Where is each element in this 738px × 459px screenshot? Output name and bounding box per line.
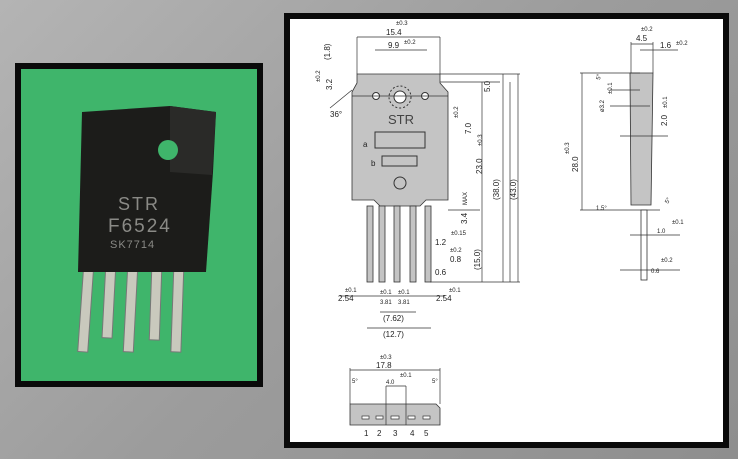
label-a: a bbox=[363, 140, 368, 149]
dim-tol: ±0.3 bbox=[478, 134, 484, 146]
pin-number: 2 bbox=[377, 429, 382, 438]
dim-tol: ±0.1 bbox=[380, 290, 392, 296]
dim-tol: ±0.2 bbox=[404, 40, 416, 46]
label-b: b bbox=[371, 159, 376, 168]
dim-chamfer-angle: 36° bbox=[330, 110, 342, 119]
dim-inner: 4.0 bbox=[386, 380, 395, 386]
component-photo: STR F6524 SK7714 bbox=[15, 63, 263, 387]
marking-line3: SK7714 bbox=[110, 239, 155, 251]
dim-tol: ±0.1 bbox=[608, 82, 614, 94]
dim-38: (38.0) bbox=[492, 179, 501, 200]
leads bbox=[366, 205, 432, 283]
dim-tol: ±0.3 bbox=[565, 142, 571, 154]
dim-width: 17.8 bbox=[376, 361, 392, 370]
dim-hole-dia: ø3.2 bbox=[600, 99, 606, 112]
dim-angle-lead: 5° bbox=[665, 197, 673, 205]
dim-hole-pos: 2.0 bbox=[660, 114, 669, 126]
dim-tol: ±0.2 bbox=[661, 258, 673, 264]
dim-span-127: (12.7) bbox=[383, 330, 404, 339]
dim-tol: ±0.1 bbox=[398, 290, 410, 296]
dim-43: (43.0) bbox=[509, 179, 518, 200]
dim-angle-bottom: 1.5° bbox=[596, 206, 607, 212]
dim-tab-height: 3.2 bbox=[325, 78, 334, 90]
bottom-view: ±0.3 17.8 4.0 ±0.1 5° 5° 1 2 3 4 5 bbox=[349, 355, 441, 438]
dim-top: 5.0 bbox=[483, 80, 492, 92]
dim-lead-stand: 3.4 bbox=[460, 212, 469, 224]
dim-pitch-left: 2.54 bbox=[338, 294, 354, 303]
dim-span-762: (7.62) bbox=[383, 314, 404, 323]
dim-pitch-mid2: 3.81 bbox=[398, 300, 410, 306]
dim-lead-thick: 0.8 bbox=[450, 255, 462, 264]
dim-lead-width: 1.2 bbox=[435, 238, 447, 247]
dim-pitch-right: 2.54 bbox=[436, 294, 452, 303]
dim-tol: ±0.15 bbox=[451, 231, 467, 237]
dim-tol: ±0.2 bbox=[641, 27, 653, 33]
dim-tol: ±0.1 bbox=[672, 220, 684, 226]
pin-number: 1 bbox=[364, 429, 369, 438]
dim-tol: MAX bbox=[463, 192, 469, 205]
dim-tab-top: (1.8) bbox=[323, 43, 332, 60]
dim-tol: ±0.2 bbox=[316, 70, 322, 82]
dim-pitch-mid1: 3.81 bbox=[380, 300, 392, 306]
dim-body-height: 23.0 bbox=[475, 158, 484, 174]
dim-lead-tip: 0.6 bbox=[435, 268, 447, 277]
pin-number: 4 bbox=[410, 429, 415, 438]
front-view: STR a b ±0 bbox=[316, 21, 520, 339]
dim-angle-right: 5° bbox=[432, 379, 438, 385]
dim-height: 28.0 bbox=[571, 156, 580, 172]
datasheet-drawing: STR a b ±0 bbox=[284, 13, 729, 448]
dim-tol: ±0.3 bbox=[396, 21, 408, 27]
dim-angle-top: 5° bbox=[596, 73, 603, 80]
dim-tol: ±0.2 bbox=[450, 248, 462, 254]
dim-thickness: 4.5 bbox=[636, 34, 648, 43]
dim-tol: ±0.1 bbox=[663, 96, 669, 108]
dim-tol: ±0.2 bbox=[454, 106, 460, 118]
dim-tol: ±0.1 bbox=[400, 373, 412, 379]
dim-hole-offset: 7.0 bbox=[464, 122, 473, 134]
dim-tab-thick: 1.6 bbox=[660, 41, 672, 50]
dim-angle-left: 5° bbox=[352, 379, 358, 385]
pin-number: 3 bbox=[393, 429, 398, 438]
mounting-hole bbox=[158, 140, 178, 160]
dim-15: (15.0) bbox=[473, 249, 482, 270]
dim-tol: ±0.1 bbox=[345, 288, 357, 294]
dim-lead-thick: 0.6 bbox=[651, 269, 660, 275]
marking-line2: F6524 bbox=[108, 216, 172, 237]
dim-width-total: 15.4 bbox=[386, 28, 402, 37]
body-marking: STR bbox=[388, 112, 414, 127]
side-view: 4.5 ±0.2 1.6 ±0.2 ø3.2 ±0.1 5° 2.0 ±0.1 … bbox=[565, 27, 688, 281]
pin-number: 5 bbox=[424, 429, 429, 438]
dim-tab-width: 9.9 bbox=[388, 41, 400, 50]
dim-lead: 1.0 bbox=[657, 229, 666, 235]
dim-tol: ±0.2 bbox=[676, 41, 688, 47]
dim-tol: ±0.3 bbox=[380, 355, 392, 361]
dim-tol: ±0.1 bbox=[449, 288, 461, 294]
marking-line1: STR bbox=[118, 194, 160, 214]
